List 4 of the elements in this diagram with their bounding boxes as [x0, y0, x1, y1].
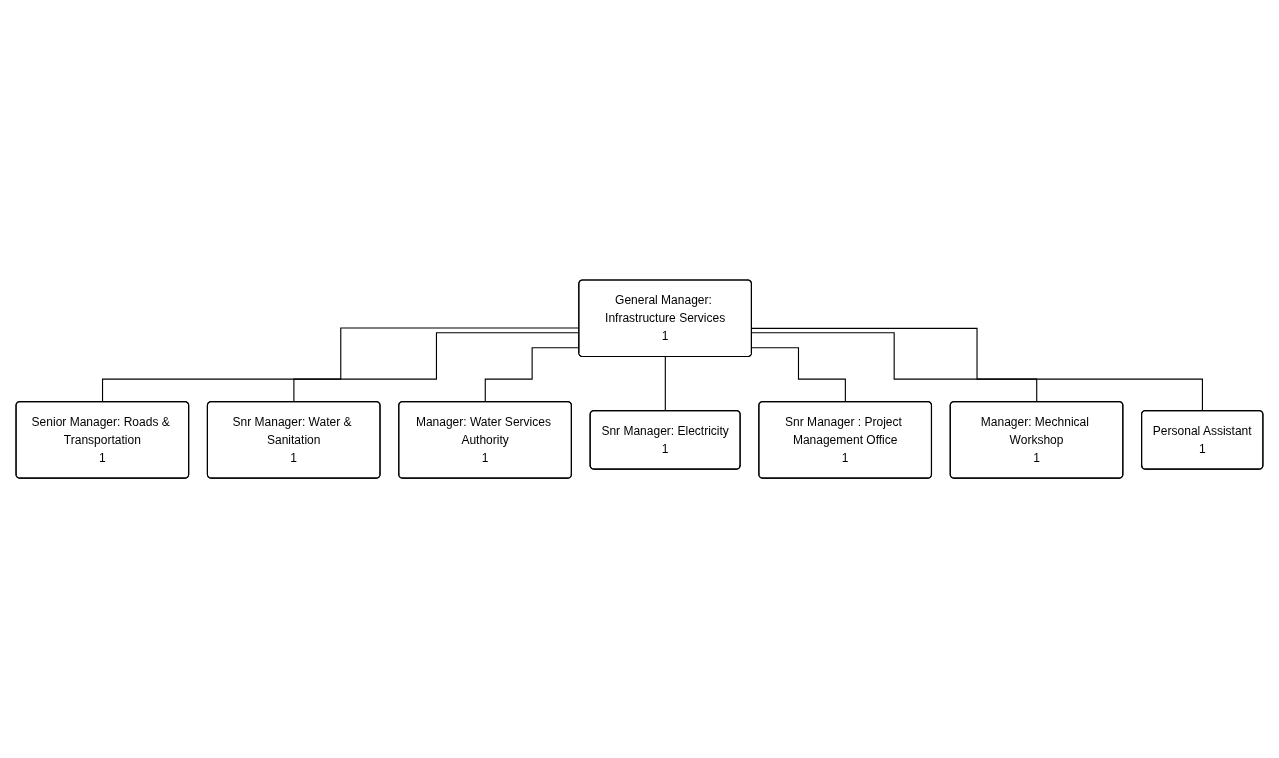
- connector: [751, 347, 847, 403]
- connector: [751, 332, 1038, 403]
- connector: [664, 356, 667, 412]
- connector: [751, 327, 1204, 412]
